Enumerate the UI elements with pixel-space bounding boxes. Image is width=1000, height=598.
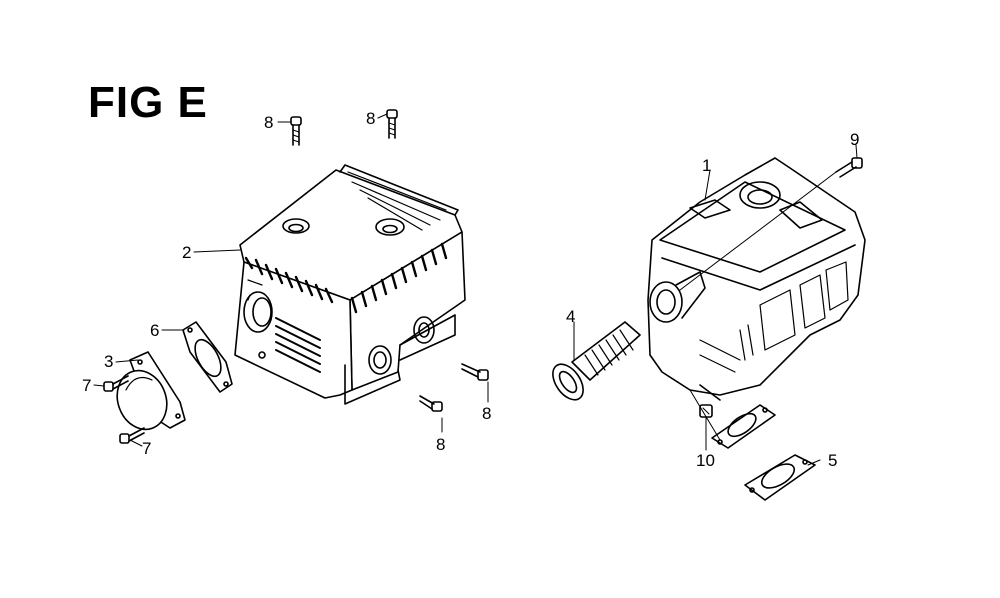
gasket-part-6: [183, 322, 232, 392]
screw-9: [836, 158, 862, 177]
callout-8-bottom-a: 8: [436, 435, 446, 454]
nut-10: [700, 405, 712, 417]
figure-title: FIG E: [88, 78, 208, 127]
screw-8-top-left: [291, 117, 301, 145]
callout-8-bottom-b: 8: [482, 404, 492, 423]
callout-5: 5: [828, 451, 838, 470]
spark-arrester-part-4: [547, 322, 640, 405]
callout-10: 10: [696, 451, 715, 470]
muffler-cap-part-3: [109, 352, 185, 436]
callout-4: 4: [566, 307, 576, 326]
callout-3: 3: [104, 352, 114, 371]
exhaust-gasket: [712, 405, 775, 448]
gasket-part-5: [745, 455, 815, 500]
screw-7-lower: [120, 428, 144, 443]
callout-7-lower: 7: [142, 439, 152, 458]
muffler-protector-part: [235, 165, 465, 404]
screw-8-top-right: [387, 110, 397, 138]
screw-8-bottom-a: [420, 396, 442, 411]
callout-1: 1: [702, 156, 712, 175]
muffler-body-part-1: [648, 158, 865, 400]
callout-8-top-left: 8: [264, 113, 274, 132]
callout-9: 9: [850, 130, 860, 149]
screw-8-bottom-b: [462, 364, 488, 380]
leader-lines: [94, 114, 857, 465]
callout-8-top-right: 8: [366, 109, 376, 128]
callout-2: 2: [182, 243, 192, 262]
callout-6: 6: [150, 321, 160, 340]
callout-7-upper: 7: [82, 376, 92, 395]
